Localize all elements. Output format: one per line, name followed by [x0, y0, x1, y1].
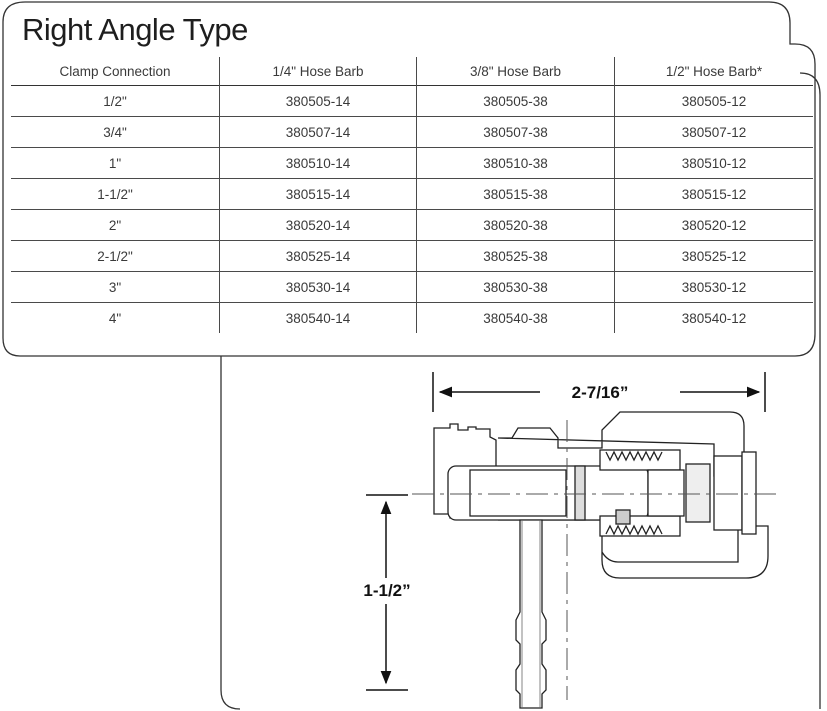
- table-cell: 380530-12: [614, 271, 813, 303]
- table-cell: 380507-14: [219, 116, 417, 148]
- table-row: 1-1/2" 380515-14 380515-38 380515-12: [11, 178, 813, 210]
- table-cell: 380505-12: [614, 85, 813, 117]
- width-dimension-label: 2-7/16”: [572, 383, 629, 402]
- table-cell: 1-1/2": [11, 178, 220, 210]
- width-dimension: 2-7/16”: [432, 372, 766, 412]
- header-half-hose-barb: 1/2" Hose Barb*: [665, 63, 763, 79]
- table-cell: 380530-38: [416, 271, 615, 303]
- table-row: 2-1/2" 380525-14 380525-38 380525-12: [11, 240, 813, 272]
- table-cell: 380525-14: [219, 240, 417, 272]
- table-cell: 1": [11, 147, 220, 179]
- table-cell: 380515-12: [614, 178, 813, 210]
- table-cell: 3": [11, 271, 220, 303]
- table-row: 3/4" 380507-14 380507-38 380507-12: [11, 116, 813, 148]
- header-quarter-hose-barb: 1/4" Hose Barb: [219, 57, 417, 86]
- table-row: 4" 380540-14 380540-38 380540-12: [11, 302, 813, 333]
- table-cell: 380510-38: [416, 147, 615, 179]
- table-cell: 2-1/2": [11, 240, 220, 272]
- table-cell: 380507-38: [416, 116, 615, 148]
- table-row: 3" 380530-14 380530-38 380530-12: [11, 271, 813, 303]
- page-title: Right Angle Type: [22, 12, 248, 47]
- table-cell: 380510-12: [614, 147, 813, 179]
- table-header-row: Clamp Connection 1/4" Hose Barb 3/8" Hos…: [11, 57, 813, 86]
- table-cell: 380520-14: [219, 209, 417, 241]
- table-row: 1" 380510-14 380510-38 380510-12: [11, 147, 813, 179]
- table-cell: 1/2": [11, 85, 220, 117]
- header-three-eighths-hose-barb: 3/8" Hose Barb: [416, 57, 615, 86]
- table-row: 1/2" 380505-14 380505-38 380505-12: [11, 85, 813, 117]
- table-cell: 380515-38: [416, 178, 615, 210]
- table-cell: 380515-14: [219, 178, 417, 210]
- table-cell: 380505-14: [219, 85, 417, 117]
- table-cell: 2": [11, 209, 220, 241]
- table-row: 2" 380520-14 380520-38 380520-12: [11, 209, 813, 241]
- table-cell: 380540-12: [614, 302, 813, 333]
- table-cell: 380540-14: [219, 302, 417, 333]
- table-cell: 380540-38: [416, 302, 615, 333]
- part-number-table: Clamp Connection 1/4" Hose Barb 3/8" Hos…: [11, 57, 813, 333]
- table-cell: 380507-12: [614, 116, 813, 148]
- centerlines: [412, 420, 780, 700]
- table-cell: 380520-38: [416, 209, 615, 241]
- table-cell: 380525-12: [614, 240, 813, 272]
- fitting-body: [433, 411, 769, 709]
- table-cell: 3/4": [11, 116, 220, 148]
- table-cell: 380505-38: [416, 85, 615, 117]
- header-clamp-connection: Clamp Connection: [11, 57, 220, 86]
- height-dimension: 1-1/2”: [363, 494, 411, 691]
- table-cell: 4": [11, 302, 220, 333]
- table-cell: 380520-12: [614, 209, 813, 241]
- table-cell: 380530-14: [219, 271, 417, 303]
- height-dimension-label: 1-1/2”: [363, 581, 410, 600]
- table-cell: 380525-38: [416, 240, 615, 272]
- table-cell: 380510-14: [219, 147, 417, 179]
